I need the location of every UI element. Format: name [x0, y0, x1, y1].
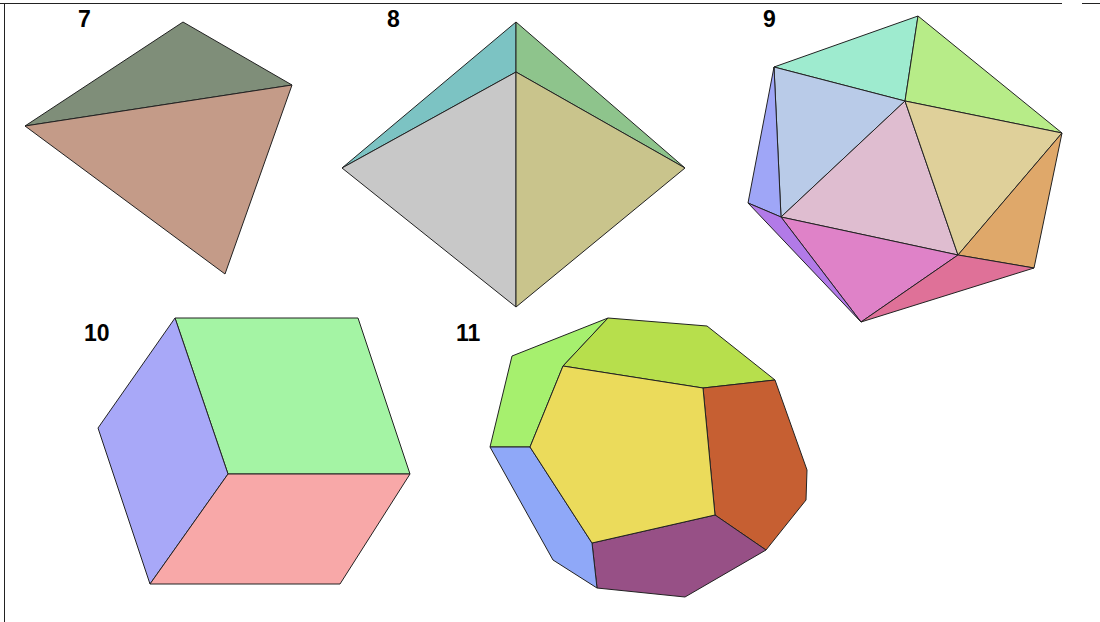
- tetrahedron: [25, 22, 292, 274]
- icosahedron: [748, 16, 1062, 322]
- octahedron: [342, 22, 685, 307]
- frame-line: [1082, 3, 1100, 4]
- callout-number: 7: [78, 8, 91, 31]
- dodecahedron: [490, 318, 807, 597]
- frame-line: [4, 3, 5, 622]
- callout-number: 10: [84, 322, 110, 345]
- callout-number: 11: [456, 322, 480, 345]
- callout-number: 9: [763, 8, 776, 31]
- cube: [98, 318, 410, 584]
- callout-number: 8: [387, 8, 400, 31]
- frame-line: [0, 3, 1062, 4]
